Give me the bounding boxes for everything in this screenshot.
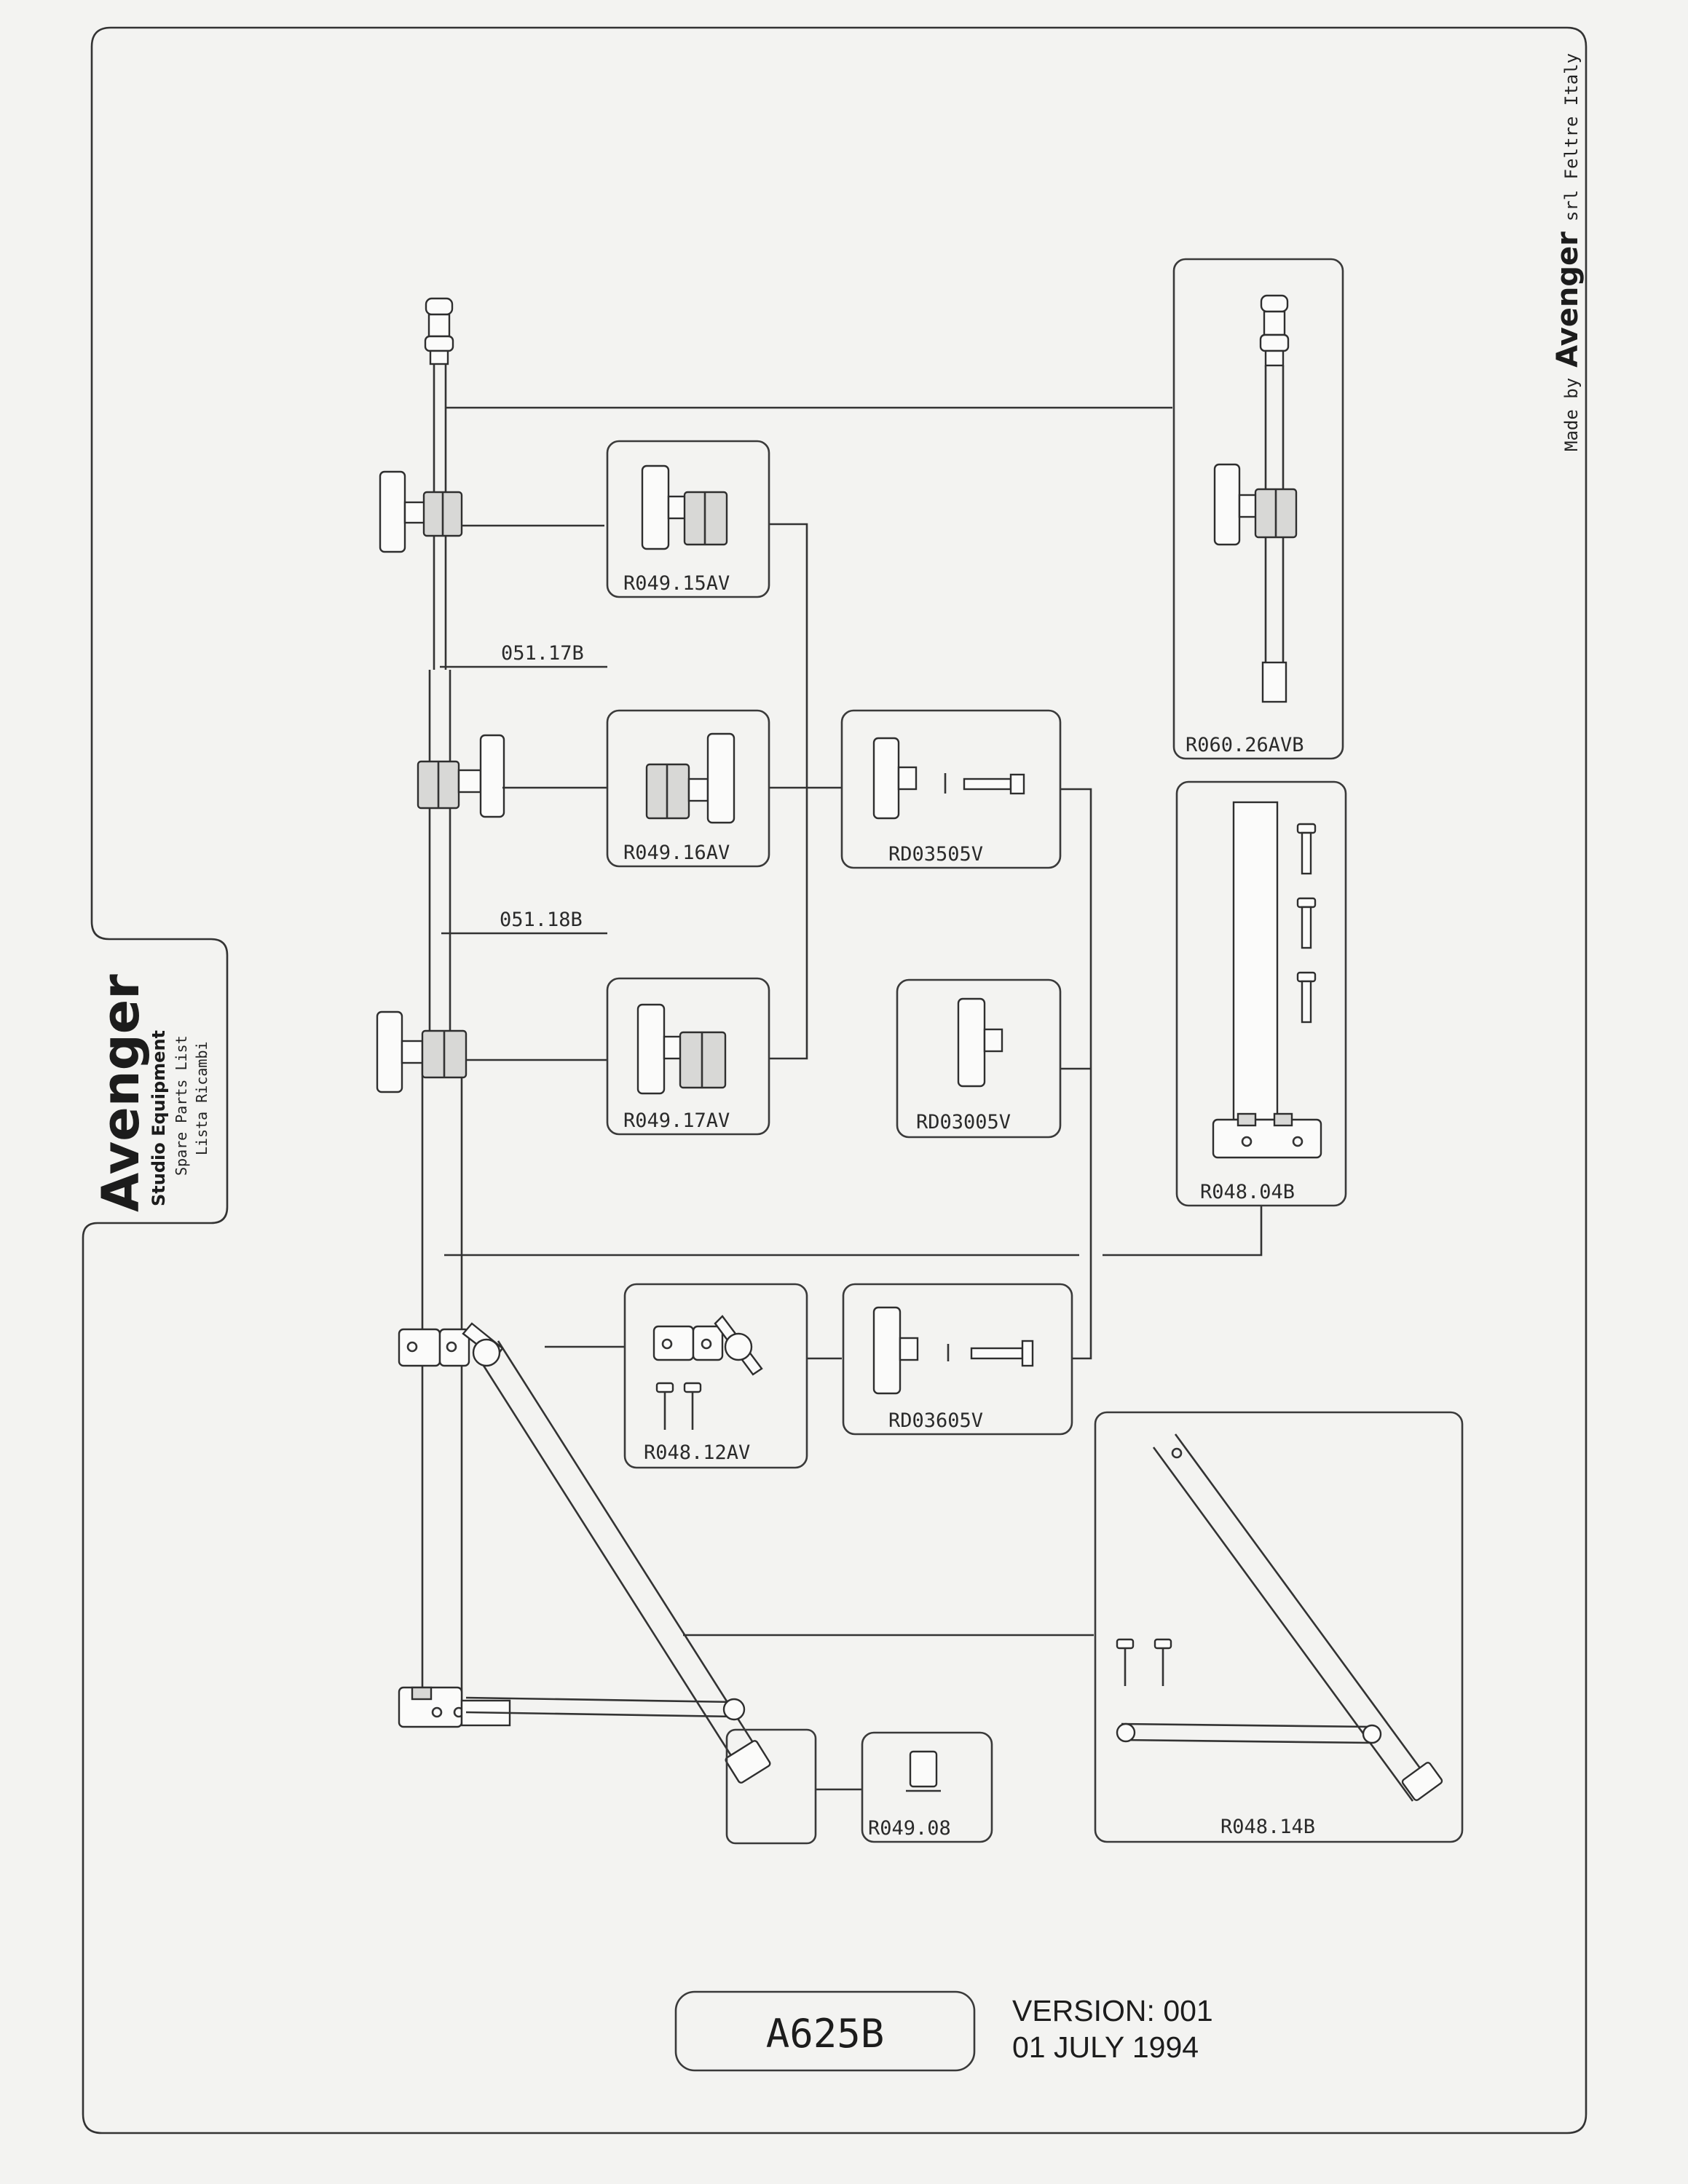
part-leg-tip-box <box>725 1728 817 1845</box>
part-rd03505v: RD03505V <box>840 709 1062 869</box>
version-date: 01 JULY 1994 <box>1012 2030 1199 2064</box>
brand-line-2: Spare Parts List <box>173 1035 190 1176</box>
svg-text:R049.08: R049.08 <box>868 1817 951 1840</box>
part-r049-17av: R049.17AV <box>606 977 770 1136</box>
part-rd03605v: RD03605V <box>842 1283 1073 1436</box>
svg-text:R048.04B: R048.04B <box>1200 1181 1295 1203</box>
svg-text:R049.16AV: R049.16AV <box>623 842 730 864</box>
brand-line-3: Lista Ricambi <box>193 1041 210 1155</box>
version-text: VERSION: 001 <box>1012 1994 1213 2027</box>
page-border <box>82 26 1588 2134</box>
svg-text:R049.17AV: R049.17AV <box>623 1109 730 1132</box>
part-r060-26avb: R060.26AVB <box>1172 258 1344 760</box>
model-code-box: A625B <box>674 1990 976 2072</box>
maker-credit: Made by Avenger srl Feltre Italy <box>1551 53 1585 451</box>
svg-text:RD03005V: RD03005V <box>916 1111 1011 1133</box>
part-r048-14b: R048.14B <box>1094 1411 1464 1843</box>
part-r049-16av: R049.16AV <box>606 709 770 868</box>
svg-text:051.17B: 051.17B <box>501 642 584 665</box>
section-label-051-17b: 051.17B <box>440 642 607 668</box>
brand-block: Avenger Studio Equipment Spare Parts Lis… <box>91 974 210 1212</box>
svg-text:051.18B: 051.18B <box>500 909 583 931</box>
svg-text:R048.12AV: R048.12AV <box>644 1441 750 1464</box>
part-rd03005v: RD03005V <box>896 978 1062 1139</box>
section-label-051-18b: 051.18B <box>441 909 607 935</box>
part-r048-04b: R048.04B <box>1175 780 1347 1207</box>
svg-text:Made by Avenger sr: Made by Avenger srl Feltre Italy <box>1551 53 1585 451</box>
part-r048-12av: R048.12AV <box>623 1283 808 1469</box>
connector-lines <box>444 406 1263 1791</box>
svg-text:RD03605V: RD03605V <box>888 1409 983 1432</box>
brand-name: Avenger <box>91 974 151 1212</box>
svg-text:RD03505V: RD03505V <box>888 843 983 866</box>
svg-text:R048.14B: R048.14B <box>1220 1816 1315 1838</box>
main-stand <box>376 297 771 1784</box>
maker-name: Avenger <box>1551 232 1585 368</box>
brand-line-1: Studio Equipment <box>149 1030 169 1206</box>
svg-text:A625B: A625B <box>766 2011 885 2057</box>
svg-text:R060.26AVB: R060.26AVB <box>1186 734 1304 756</box>
part-r049-15av: R049.15AV <box>606 440 770 598</box>
part-r049-08: R049.08 <box>861 1731 993 1843</box>
maker-suffix: srl Feltre Italy <box>1561 53 1582 221</box>
maker-prefix: Made by <box>1561 378 1582 451</box>
svg-text:R049.15AV: R049.15AV <box>623 572 730 595</box>
